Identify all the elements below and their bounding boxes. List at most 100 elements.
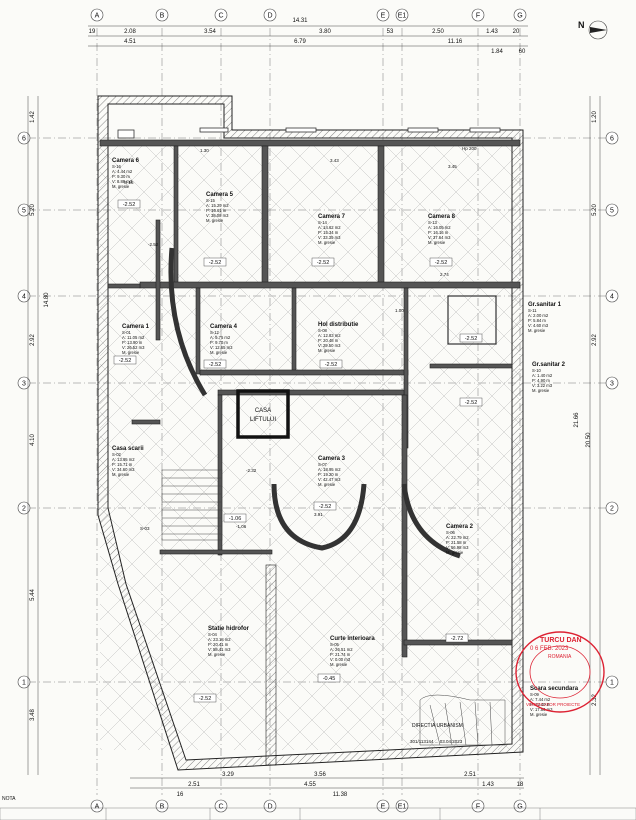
grid-column-label: E1 (398, 804, 407, 811)
room-name: CASA (255, 408, 271, 414)
room-detail: P: 21.58 m (446, 540, 467, 545)
grid-row-bubble: 2 (17, 501, 31, 515)
room-name: Scara secundara (530, 686, 579, 692)
grid-row-label: 4 (610, 294, 614, 301)
dimension-value: 53 (387, 29, 394, 35)
room-detail: M. gresie (428, 240, 446, 245)
lift-shaft (236, 389, 290, 439)
dimension-value: 4.51 (124, 39, 136, 45)
grid-column-label: E (381, 804, 386, 811)
plan-annotation: -2.52 (148, 242, 159, 247)
dimension-value: 3.80 (319, 29, 331, 35)
grid-row-bubble: 5 (17, 203, 31, 217)
openings (117, 127, 501, 139)
grid-row-bubble: 4 (605, 289, 619, 303)
grid-row-label: 5 (610, 208, 614, 215)
grid-column-bubble: G (513, 799, 527, 813)
interior-walls (99, 139, 521, 766)
plan-annotation: S-03 (140, 526, 150, 531)
room-detail: P: 9.30 m (112, 174, 130, 179)
room-detail: P: 20.41 m (208, 642, 229, 647)
dimension-value: 2.08 (124, 29, 136, 35)
dimension-value: 20.50 (586, 432, 592, 448)
grid-row-label: 6 (610, 136, 614, 143)
room-labels: Camera 6S-16A: 4.44 m2P: 9.30 mV: 8.88 m… (112, 158, 579, 717)
curved-walls (168, 247, 461, 559)
grid-column-bubble: B (155, 799, 169, 813)
grid-column-bubble: E (376, 799, 390, 813)
room-detail: P: 12.40 m (530, 702, 551, 707)
grid-column-bubble: F (471, 799, 485, 813)
svg-text:N: N (578, 20, 585, 30)
room-label: Camera 7S-14A: 14.62 m2P: 15.34 mV: 33.3… (311, 214, 346, 267)
plan-annotation: -1.06 (236, 524, 247, 529)
room-elevation: -2.72 (451, 636, 464, 642)
room-name: Curte interioara (330, 636, 375, 642)
room-code: S-10 (532, 368, 542, 373)
grid-row-label: 4 (22, 294, 26, 301)
room-detail: P: 4.90 m (532, 378, 550, 383)
room-detail: V: 33.35 m3 (318, 235, 341, 240)
stairs (161, 469, 506, 746)
room-detail: A: 5.75 m2 (210, 335, 231, 340)
room-label: Camera 4S-12A: 5.75 m2P: 9.70 mV: 12.65 … (203, 324, 238, 369)
dimension-value: 2.50 (432, 29, 444, 35)
room-label: Camera 2S-06A: 22.79 m2P: 21.58 mV: 56.9… (445, 524, 474, 643)
room-elevation: -2.52 (465, 400, 478, 406)
grid-column-bubble: C (214, 8, 228, 22)
room-detail: V: 42.47 m3 (318, 477, 341, 482)
grid-row-label: 5 (22, 208, 26, 215)
room-detail: M. gresie (530, 712, 548, 717)
dimension-value: 5.20 (592, 204, 598, 216)
room-code: S-16 (112, 164, 122, 169)
grid-column-label: C (218, 13, 223, 20)
dimension-value: 1.20 (592, 111, 598, 123)
plan-annotation: 3.45 (448, 164, 457, 169)
grid-row-bubble: 5 (605, 203, 619, 217)
stamp-date: 0 6 FEB. 2023 (530, 646, 569, 652)
dimension-value: 2.51 (464, 772, 476, 778)
dimension-value: 4.55 (304, 782, 316, 788)
grid-row-bubble: 1 (17, 675, 31, 689)
grid-column-bubble: A (90, 799, 104, 813)
room-name: Camera 5 (206, 192, 234, 198)
room-detail: M. gresie (112, 472, 130, 477)
grid-row-label: 2 (22, 506, 26, 513)
dimension-value: 3.54 (204, 29, 216, 35)
grid-column-label: D (267, 13, 272, 20)
room-detail: V: 37.64 m3 (428, 235, 451, 240)
dimension-value: 2.92 (592, 334, 598, 346)
dimension-value: 11.38 (333, 792, 348, 798)
room-detail: V: 29.50 m3 (318, 343, 341, 348)
grid-row-bubble: 6 (17, 131, 31, 145)
room-code: S-08 (318, 328, 328, 333)
grid-column-bubble: D (263, 8, 277, 22)
grid-column-bubble: C (214, 799, 228, 813)
dimension-value: 5.20 (30, 204, 36, 216)
room-elevation: -2.52 (209, 362, 222, 368)
dimension-value: 3.56 (314, 772, 326, 778)
dimension-value: 2.92 (30, 334, 36, 346)
room-detail: V: 58.41 m3 (208, 647, 231, 652)
room-detail: M. gresie (330, 662, 348, 667)
room-name: Casa scarii (112, 446, 144, 452)
grid-column-label: F (476, 804, 480, 811)
room-elevation: -2.52 (209, 260, 222, 266)
room-name: Camera 3 (318, 456, 346, 462)
plan-annotation: -2.32 (246, 468, 257, 473)
room-label: Camera 8S-13A: 16.05 m2P: 16.16 mV: 37.6… (428, 214, 456, 267)
room-label: Gr.sanitar 1S-11A: 2.00 m2P: 5.84 mV: 4.… (459, 302, 562, 343)
dimension-value: 5.44 (30, 589, 36, 601)
grid-row-bubble: 6 (605, 131, 619, 145)
room-detail: A: 18.95 m2 (318, 467, 341, 472)
room-detail: A: 4.44 m2 (112, 169, 133, 174)
grid-row-bubble: 3 (17, 376, 31, 390)
department-text: DIRECTIA URBANISM (412, 723, 463, 729)
room-detail: P: 16.16 m (428, 230, 449, 235)
